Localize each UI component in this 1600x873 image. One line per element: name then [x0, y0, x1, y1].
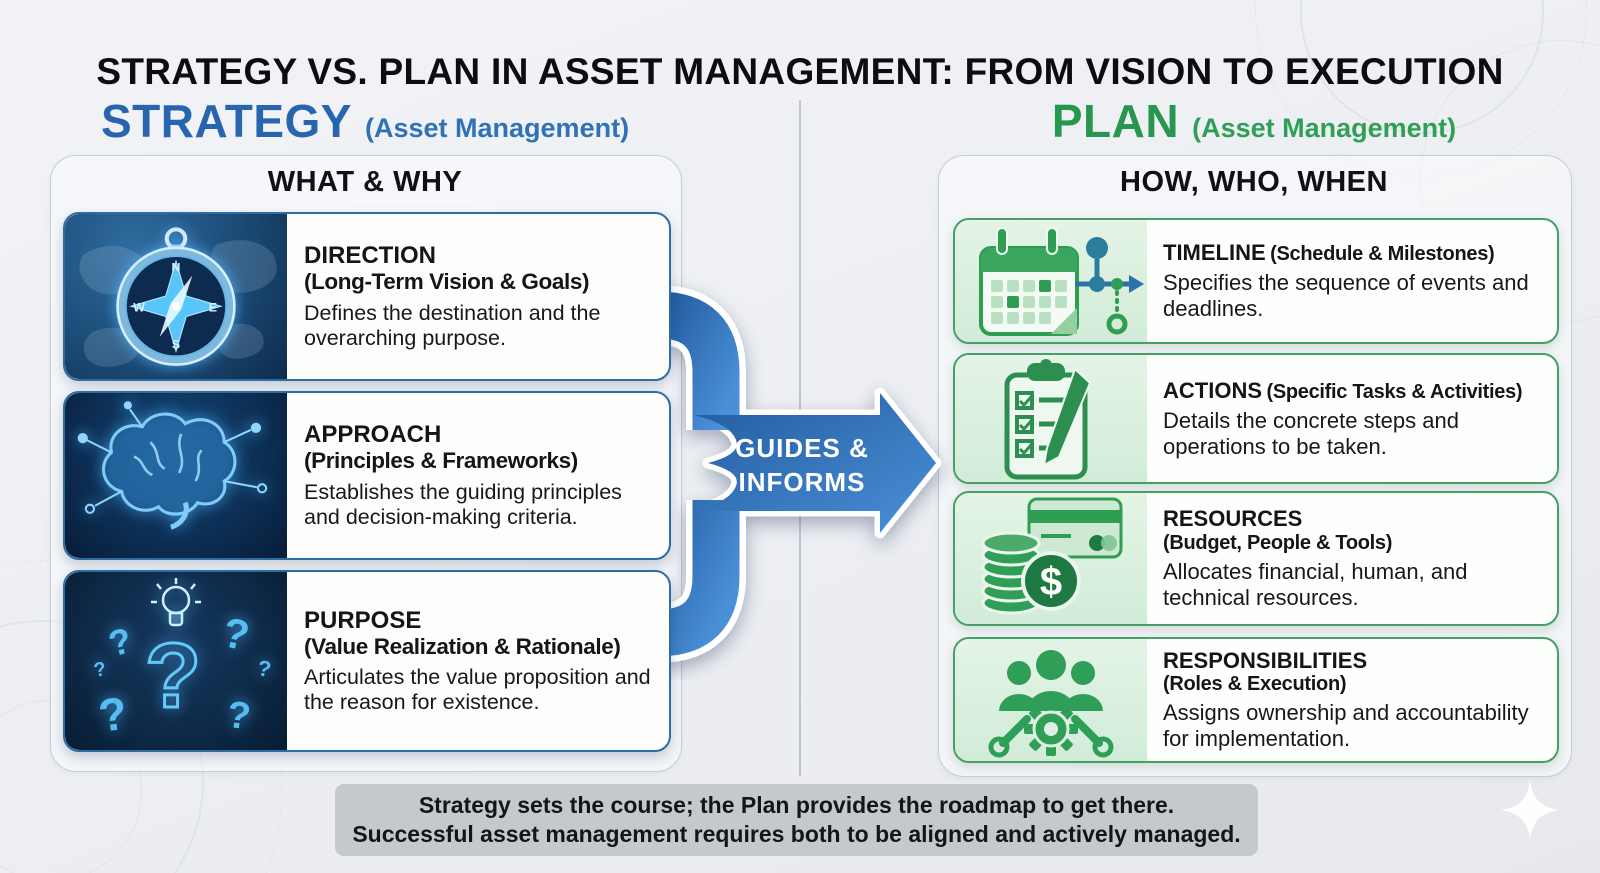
- summary-line-1: Strategy sets the course; the Plan provi…: [418, 791, 1175, 818]
- card-title: ACTIONS: [1163, 377, 1262, 403]
- strategy-heading: STRATEGY (Asset Management): [50, 94, 680, 148]
- card-subtitle: (Specific Tasks & Activities): [1266, 380, 1523, 403]
- connector-label-line2: INFORMS: [739, 467, 866, 497]
- svg-text:?: ?: [256, 655, 274, 682]
- calendar-milestones-icon: [955, 220, 1147, 342]
- strategy-heading-qualifier: (Asset Management): [365, 113, 630, 143]
- strategy-card-approach: APPROACH (Principles & Frameworks) Estab…: [63, 391, 671, 560]
- card-description: Details the concrete steps and operation…: [1163, 407, 1459, 459]
- team-gear-wrenches-icon: [955, 639, 1147, 761]
- svg-text:?: ?: [95, 686, 130, 741]
- card-subtitle: (Roles & Execution): [1163, 673, 1347, 696]
- plan-panel-title: HOW, WHO, WHEN: [1120, 166, 1388, 198]
- svg-text:?: ?: [104, 619, 135, 664]
- card-description: Defines the destination and the overarch…: [304, 300, 601, 350]
- card-description: Allocates financial, human, and technica…: [1163, 558, 1468, 610]
- svg-text:E: E: [209, 300, 217, 314]
- plan-heading: PLAN (Asset Management): [938, 94, 1570, 148]
- plan-heading-word: PLAN: [1051, 95, 1180, 147]
- plan-card-resources: $ RESOURCES (Budget, People & Tools) All…: [953, 491, 1559, 626]
- page-title: STRATEGY VS. PLAN IN ASSET MANAGEMENT: F…: [96, 50, 1504, 92]
- sparkle-icon: [1500, 780, 1560, 840]
- coins-credit-card-icon: $: [955, 493, 1147, 624]
- card-description: Assigns ownership and accountability for…: [1163, 700, 1529, 752]
- card-subtitle: (Value Realization & Rationale): [304, 633, 621, 659]
- svg-text:N: N: [172, 260, 181, 274]
- card-title: DIRECTION: [304, 242, 436, 270]
- card-subtitle: (Long-Term Vision & Goals): [304, 269, 590, 295]
- plan-card-actions: ACTIONS (Specific Tasks & Activities) De…: [953, 353, 1559, 484]
- card-description: Articulates the value proposition and th…: [304, 665, 651, 715]
- connector-label-line1: GUIDES &: [735, 433, 869, 463]
- summary-line-2: Successful asset management requires bot…: [352, 821, 1241, 847]
- card-title: PURPOSE: [304, 606, 422, 634]
- svg-text:?: ?: [92, 658, 108, 682]
- svg-text:$: $: [1040, 560, 1062, 604]
- card-title: TIMELINE: [1163, 240, 1266, 266]
- strategy-panel-title: WHAT & WHY: [267, 166, 463, 198]
- glowing-brain-circuit-icon: [65, 393, 287, 558]
- strategy-card-purpose: ? ? ? ? ? ? ? PURPOSE (Value Realization…: [63, 570, 671, 752]
- strategy-heading-word: STRATEGY: [100, 95, 352, 147]
- question-marks-lightbulb-icon: ? ? ? ? ? ? ?: [65, 572, 287, 750]
- svg-text:S: S: [172, 337, 180, 351]
- plan-card-timeline: TIMELINE (Schedule & Milestones) Specifi…: [953, 218, 1559, 344]
- card-title: APPROACH: [304, 421, 442, 449]
- card-subtitle: (Schedule & Milestones): [1270, 243, 1495, 266]
- summary-banner: Strategy sets the course; the Plan provi…: [335, 784, 1258, 856]
- card-title: RESPONSIBILITIES: [1163, 647, 1368, 673]
- card-description: Establishes the guiding principles and d…: [304, 479, 622, 529]
- card-title: RESOURCES: [1163, 506, 1303, 532]
- card-subtitle: (Principles & Frameworks): [304, 448, 578, 474]
- guides-informs-arrow: GUIDES & INFORMS: [656, 285, 942, 663]
- card-description: Specifies the sequence of events and dea…: [1163, 270, 1529, 321]
- plan-heading-qualifier: (Asset Management): [1192, 113, 1457, 143]
- compass-world-map-icon: N E S W: [65, 214, 287, 379]
- svg-text:?: ?: [145, 625, 201, 727]
- strategy-card-direction: N E S W DIRECTION (Long-Term Vision & Go…: [63, 212, 671, 381]
- svg-text:?: ?: [224, 694, 253, 739]
- card-subtitle: (Budget, People & Tools): [1163, 531, 1393, 554]
- svg-text:?: ?: [219, 608, 254, 659]
- checklist-pencil-icon: [955, 355, 1147, 482]
- plan-card-responsibilities: RESPONSIBILITIES (Roles & Execution) Ass…: [953, 637, 1559, 763]
- svg-text:W: W: [133, 300, 145, 314]
